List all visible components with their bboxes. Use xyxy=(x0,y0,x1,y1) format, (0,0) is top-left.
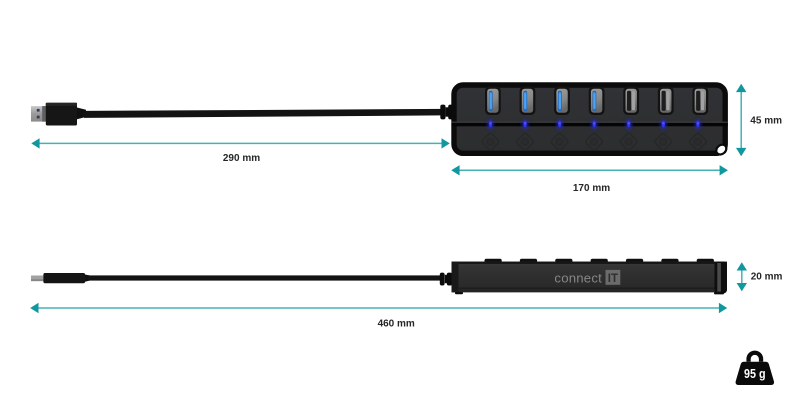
svg-text:20 mm: 20 mm xyxy=(751,272,783,283)
svg-text:IT: IT xyxy=(608,273,618,285)
svg-text:290 mm: 290 mm xyxy=(223,153,260,164)
svg-text:170 mm: 170 mm xyxy=(573,183,610,194)
svg-text:460 mm: 460 mm xyxy=(378,318,415,329)
svg-text:45 mm: 45 mm xyxy=(750,116,782,127)
svg-text:connect: connect xyxy=(554,270,602,285)
svg-text:95 g: 95 g xyxy=(744,366,766,381)
